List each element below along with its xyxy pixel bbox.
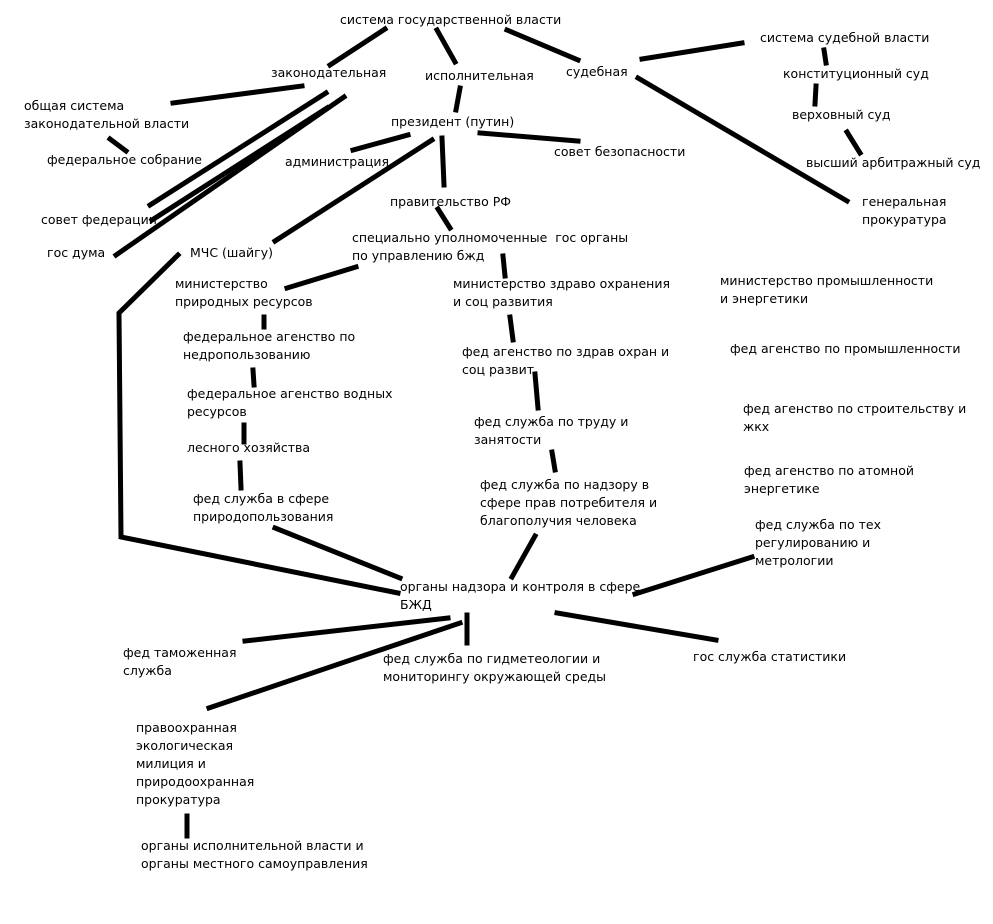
connector bbox=[503, 26, 582, 64]
connector bbox=[812, 83, 819, 107]
node-supervision-bodies: органы надзора и контроля в сфере БЖД bbox=[400, 579, 641, 612]
connector bbox=[453, 85, 463, 113]
node-leg-general: общая система законодательной власти bbox=[24, 98, 190, 131]
connector bbox=[250, 367, 257, 388]
node-state-duma: гос дума bbox=[47, 245, 106, 260]
node-agency-subsoil: федеральное агенство по недропользованию bbox=[183, 329, 356, 362]
connector bbox=[112, 93, 348, 259]
connector bbox=[821, 47, 829, 66]
node-agency-health: фед агенство по здрав охран и соц развит bbox=[462, 344, 670, 377]
node-prosecution: генеральная прокуратура bbox=[862, 194, 947, 227]
node-nature-service: фед служба в сфере природопользования bbox=[193, 491, 334, 524]
node-judicial-system: система судебной власти bbox=[760, 30, 930, 45]
node-arbitration-court: высший арбитражный суд bbox=[806, 155, 981, 170]
node-statistics: гос служба статистики bbox=[693, 649, 847, 664]
connector bbox=[205, 619, 464, 712]
connector bbox=[433, 26, 459, 66]
node-agency-atomic: фед агенство по атомной энергетике bbox=[744, 463, 914, 496]
node-min-health: министерство здраво охранения и соц разв… bbox=[453, 276, 670, 309]
node-min-natural: министерство природных ресурсов bbox=[175, 276, 313, 309]
connector bbox=[554, 610, 719, 643]
connector bbox=[170, 83, 305, 106]
node-executive: исполнительная bbox=[425, 68, 534, 83]
node-special-bodies: специально уполномоченные гос органы по … bbox=[352, 230, 629, 263]
connector bbox=[507, 314, 516, 343]
connector bbox=[843, 128, 864, 157]
connector bbox=[631, 553, 756, 598]
connector bbox=[106, 135, 130, 155]
node-agency-water: федеральное агенство водных ресурсов bbox=[187, 386, 393, 419]
node-fed-council: совет федерации bbox=[41, 212, 157, 227]
node-constitutional-court: конституционный суд bbox=[783, 66, 929, 81]
node-gov-system: система государственной власти bbox=[340, 12, 562, 27]
node-hydromet: фед служба по гидметеологии и мониторинг… bbox=[383, 651, 607, 684]
node-administration: администрация bbox=[285, 154, 390, 169]
connector bbox=[271, 136, 436, 245]
node-security-council: совет безопасности bbox=[554, 144, 686, 159]
connector bbox=[434, 205, 454, 232]
node-supreme-court: верховный суд bbox=[792, 107, 891, 122]
node-fed-assembly: федеральное собрание bbox=[47, 152, 202, 167]
node-eco-police: правоохранная экологическая милиция и пр… bbox=[136, 720, 255, 807]
connector bbox=[237, 460, 244, 491]
node-customs: фед таможенная служба bbox=[123, 645, 237, 678]
connector bbox=[508, 532, 539, 581]
node-government: правительство РФ bbox=[390, 194, 512, 209]
connector bbox=[326, 25, 389, 69]
node-min-industry: министерство промышленности и энергетики bbox=[720, 273, 934, 306]
connector bbox=[242, 615, 451, 644]
connector bbox=[271, 524, 404, 582]
node-consumer-service: фед служба по надзору в сфере прав потре… bbox=[480, 477, 658, 528]
node-forestry: лесного хозяйства bbox=[187, 440, 311, 455]
node-labor-service: фед служба по труду и занятости bbox=[474, 414, 629, 447]
connector bbox=[283, 263, 360, 292]
node-mchs: МЧС (шайгу) bbox=[190, 245, 273, 260]
connector bbox=[477, 130, 581, 144]
connector bbox=[439, 135, 447, 188]
node-tech-regulation: фед служба по тех регулированию и метрол… bbox=[755, 517, 882, 568]
node-president: президент (путин) bbox=[391, 114, 515, 129]
node-legislative: законодательная bbox=[271, 65, 387, 80]
connector bbox=[532, 371, 541, 411]
connector bbox=[500, 253, 508, 279]
connector bbox=[639, 40, 745, 62]
connector bbox=[349, 131, 412, 154]
connector bbox=[549, 449, 558, 473]
node-agency-industry: фед агенство по промышленности bbox=[730, 341, 961, 356]
node-agency-construction: фед агенство по строительству и жкх bbox=[743, 401, 967, 434]
node-judicial: судебная bbox=[566, 64, 628, 79]
node-local-bodies: органы исполнительной власти и органы ме… bbox=[141, 838, 368, 871]
connector bbox=[116, 251, 401, 596]
connector bbox=[634, 74, 851, 205]
connector bbox=[146, 89, 330, 209]
